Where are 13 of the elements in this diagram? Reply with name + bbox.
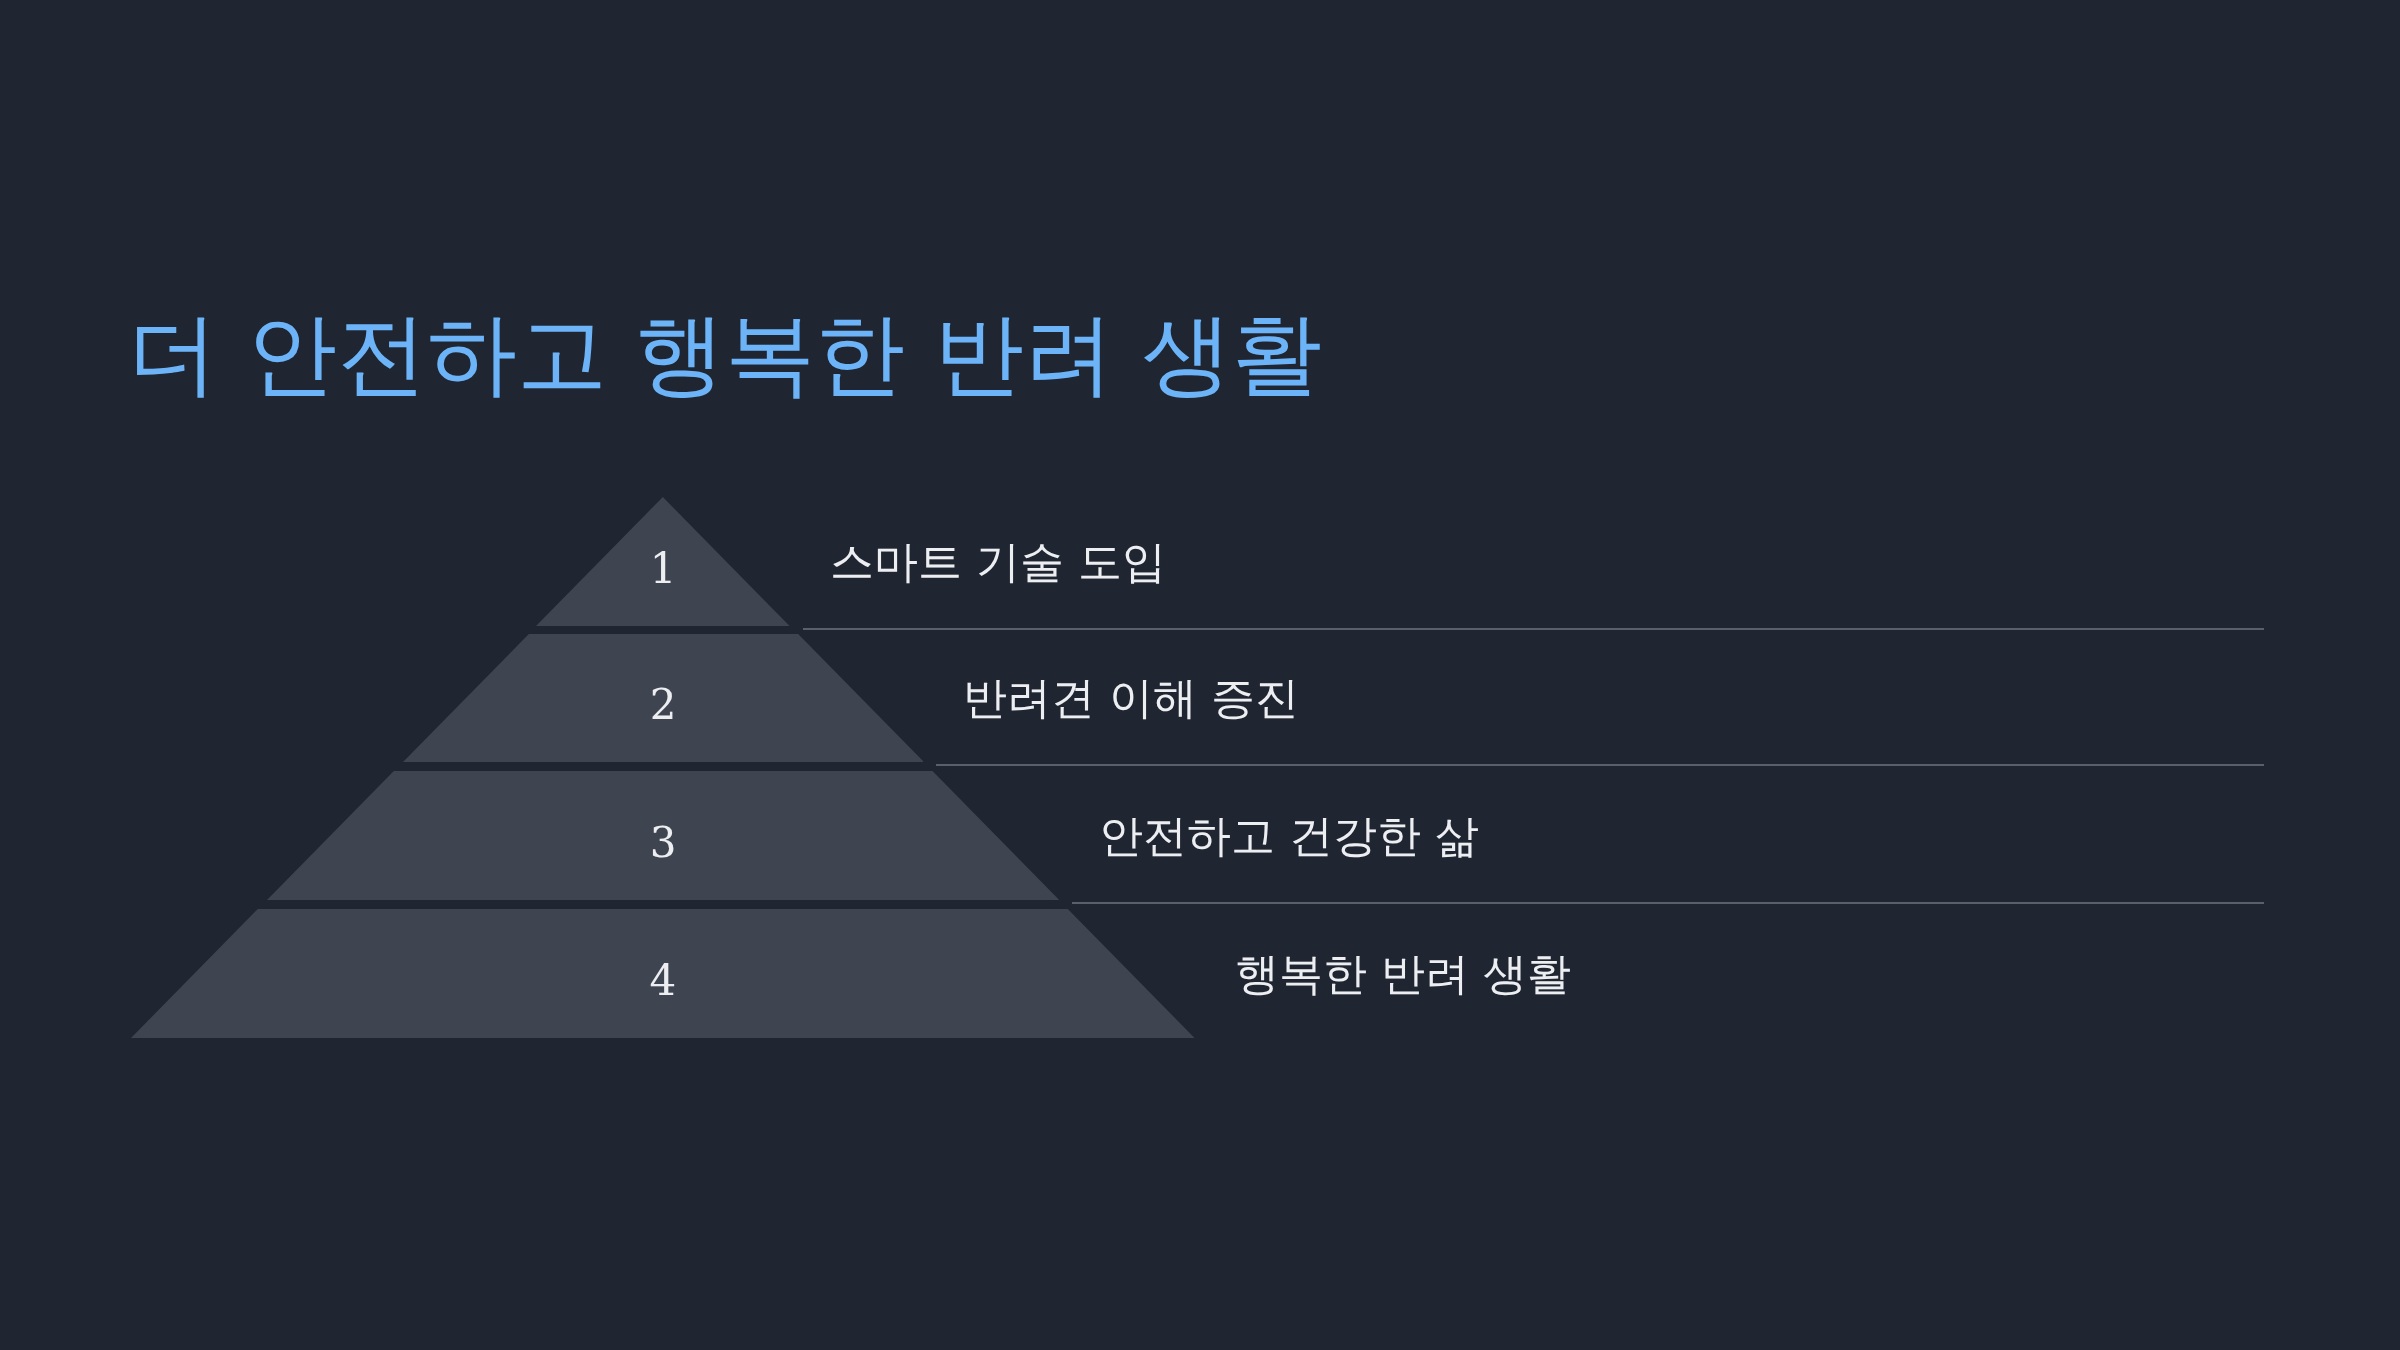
tier-label: 안전하고 건강한 삶 bbox=[1099, 809, 1480, 862]
pyramid-tier bbox=[402, 634, 924, 762]
tier-number: 3 bbox=[649, 821, 677, 864]
tier-label: 행복한 반려 생활 bbox=[1234, 947, 1571, 1000]
tier-number: 4 bbox=[649, 959, 677, 1002]
tier-number: 2 bbox=[649, 684, 677, 726]
pyramid-tier bbox=[536, 497, 790, 626]
pyramid-tier bbox=[131, 909, 1195, 1038]
pyramid-tier bbox=[266, 771, 1060, 900]
tier-label: 반려견 이해 증진 bbox=[963, 671, 1300, 725]
tier-number: 1 bbox=[649, 547, 677, 590]
tier-label: 스마트 기술 도입 bbox=[829, 535, 1166, 588]
slide-title: 더 안전하고 행복한 반려 생활 bbox=[128, 300, 1323, 408]
